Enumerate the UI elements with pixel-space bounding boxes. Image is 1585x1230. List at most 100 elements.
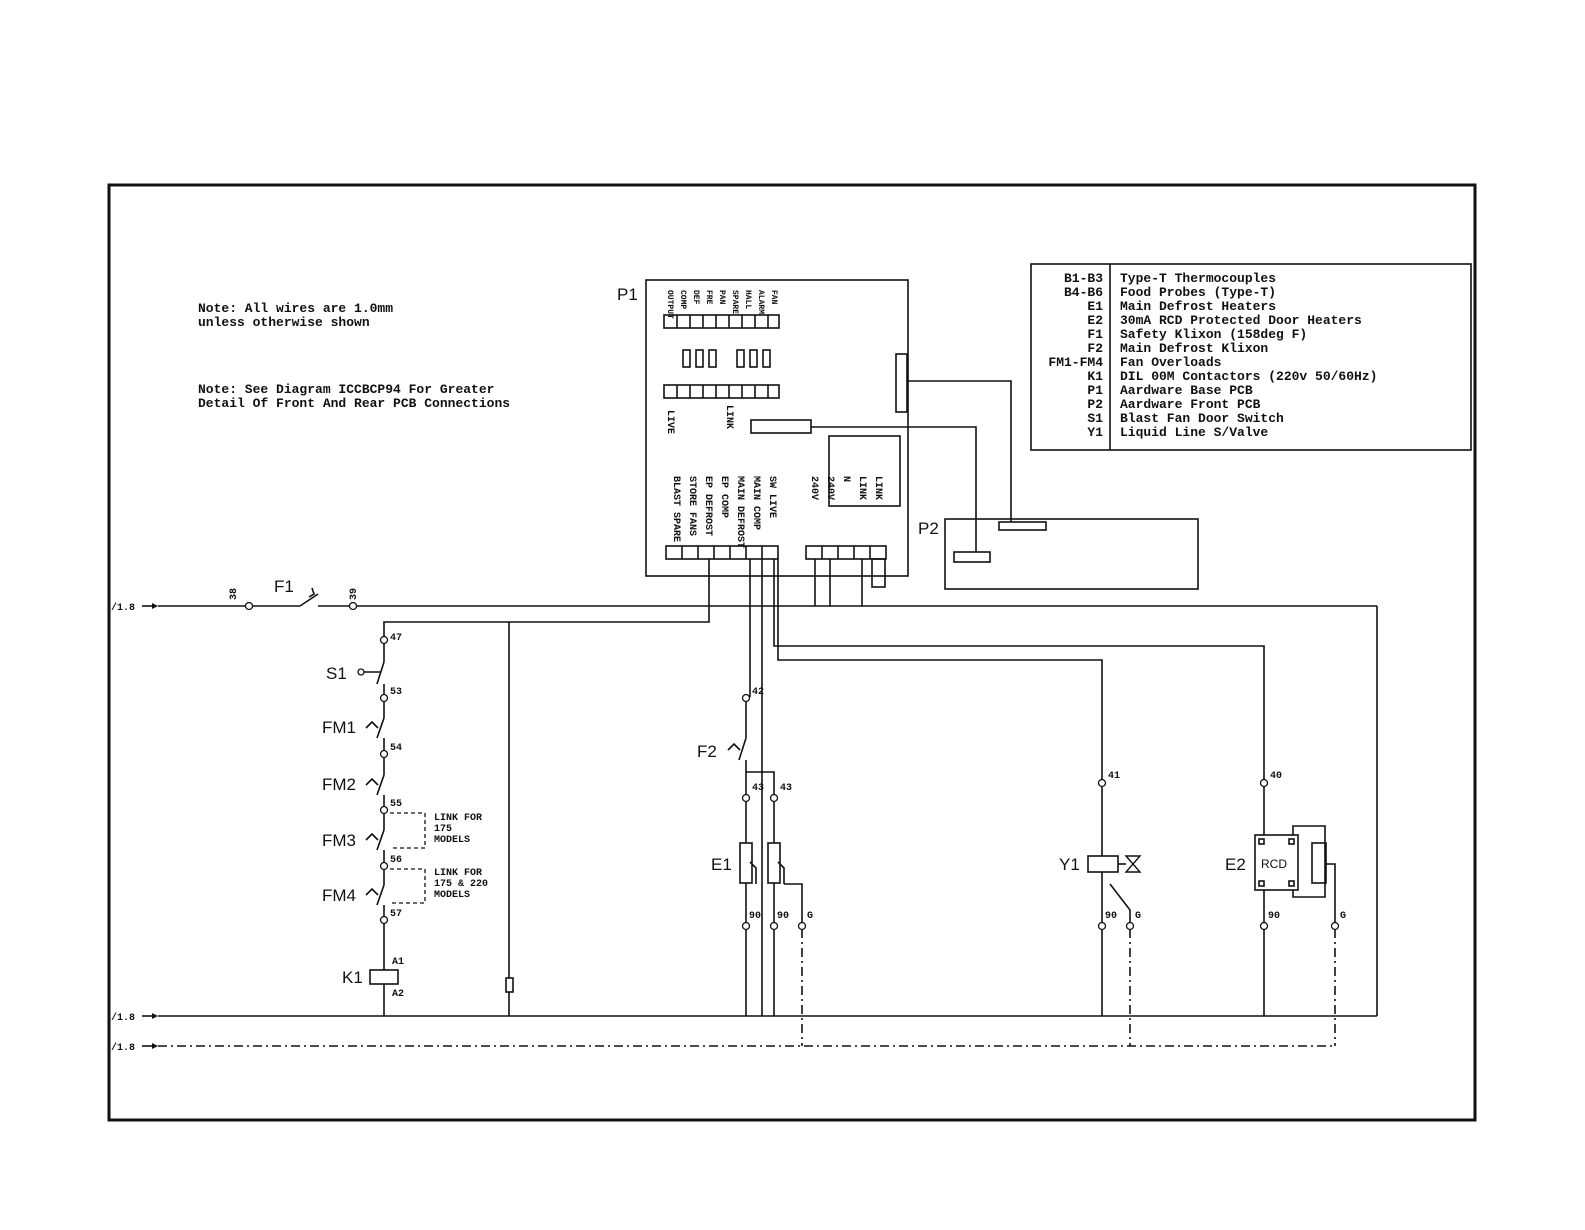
key-description: Fan Overloads [1120, 355, 1222, 370]
e1-g-label: G [807, 911, 813, 922]
safety-chain: 47 S1 53 FM1 54 FM2 55 FM3 56 [322, 633, 426, 1016]
k1-a1-label: A1 [392, 957, 404, 968]
key-code: FM1-FM4 [1048, 355, 1103, 370]
terminal-55-label: 55 [390, 799, 402, 810]
key-description: Blast Fan Door Switch [1120, 411, 1284, 426]
p1-link-label: LINK [723, 405, 734, 429]
e2-door-heater-branch: 40 RCD E2 90 G [1225, 771, 1346, 1046]
rcd-label: RCD [1261, 857, 1287, 871]
p1-bottom-labels: BLAST SPARE STORE FANS EP DEFROST EP COMP MA… [670, 476, 883, 548]
fm4-label: FM4 [322, 886, 356, 905]
link2-line2: 175 & 220 [434, 879, 488, 890]
terminal-39-label: 39 [349, 588, 360, 600]
link-notes: LINK FOR 175 MODELS LINK FOR 175 & 220 M… [434, 813, 488, 901]
e2-g-label: G [1340, 911, 1346, 922]
p1-top-label: OUTPUT [665, 290, 674, 319]
key-description: Main Defrost Heaters [1120, 299, 1276, 314]
e2-90-label: 90 [1268, 911, 1280, 922]
terminal-38 [244, 601, 254, 611]
p1-bottom-label: LINK [872, 476, 883, 500]
p1-bottom-label: STORE FANS [686, 476, 697, 536]
key-code: F2 [1087, 341, 1103, 356]
key-code: P1 [1087, 383, 1103, 398]
link1-line2: 175 [434, 824, 452, 835]
f1-safety-klixon: F1 [274, 577, 350, 607]
y1-label: Y1 [1059, 855, 1080, 874]
e1-label: E1 [711, 855, 732, 874]
f2-label: F2 [697, 742, 717, 761]
key-description: Liquid Line S/Valve [1120, 425, 1268, 440]
p1-top-label: DEF [691, 290, 700, 305]
note-pcb-detail-line1: Note: See Diagram ICCBCP94 For Greater [198, 382, 494, 397]
key-description: Main Defrost Klixon [1120, 341, 1268, 356]
link2-line3: MODELS [434, 890, 470, 901]
terminal-40-label: 40 [1270, 771, 1282, 782]
note-wire-size-line1: Note: All wires are 1.0mm [198, 301, 393, 316]
y1-90-label: 90 [1105, 911, 1117, 922]
p1-top-label: COMP [678, 290, 687, 309]
key-code: E1 [1087, 299, 1103, 314]
p1-bottom-label: MAIN DEFROST [734, 476, 745, 548]
note-wire-size-line2: unless otherwise shown [198, 315, 370, 330]
fm1-label: FM1 [322, 718, 356, 737]
e1-90b-label: 90 [777, 911, 789, 922]
p1-bottom-label: SW LIVE [766, 476, 777, 518]
k1-label: K1 [342, 968, 363, 987]
e1-defrost-branch: 42 F2 43 43 E1 90 90 G [697, 687, 813, 1046]
p2-label: P2 [918, 519, 939, 538]
p1-bottom-label: EP COMP [718, 476, 729, 518]
key-description: Food Probes (Type-T) [1120, 285, 1276, 300]
p1-bottom-label: BLAST SPARE [670, 476, 681, 542]
p1-top-label: FAN [769, 290, 778, 305]
p1-bottom-label: N [840, 476, 851, 482]
p1-top-label: SPARE [730, 290, 739, 314]
key-description: Aardware Front PCB [1120, 397, 1261, 412]
key-code: F1 [1087, 327, 1103, 342]
key-description: DIL 00M Contactors (220v 50/60Hz) [1120, 369, 1377, 384]
s1-label: S1 [326, 664, 347, 683]
p1-bottom-label: MAIN COMP [750, 476, 761, 530]
p1-live-label: LIVE [664, 410, 675, 434]
p1-bottom-label: EP DEFROST [702, 476, 713, 536]
key-description: 30mA RCD Protected Door Heaters [1120, 313, 1362, 328]
rcd-device [1254, 834, 1299, 891]
key-description: Type-T Thermocouples [1120, 271, 1276, 286]
terminal-56-label: 56 [390, 855, 402, 866]
key-code: B1-B3 [1064, 271, 1103, 286]
terminal-42-label: 42 [752, 687, 764, 698]
p1-top-labels: OUTPUT COMP DEF FRE PAN SPARE HALL ALARM FAN [665, 290, 778, 319]
f1-label: F1 [274, 577, 294, 596]
e1-90a-label: 90 [749, 911, 761, 922]
y1-solenoid-branch: 41 Y1 90 G [1059, 771, 1142, 1046]
p1-top-label: ALARM [756, 290, 765, 314]
link2-line1: LINK FOR [434, 868, 482, 879]
terminal-38-label: 38 [229, 588, 240, 600]
p1-top-label: HALL [743, 290, 752, 309]
terminal-57-label: 57 [390, 909, 402, 920]
e2-label: E2 [1225, 855, 1246, 874]
key-code: E2 [1087, 313, 1103, 328]
p2-board: P2 [918, 518, 1199, 590]
live-rail-ref: /1.8 [111, 602, 135, 614]
p1-top-label: PAN [717, 290, 726, 305]
key-description: Safety Klixon (158deg F) [1120, 327, 1307, 342]
terminal-41-label: 41 [1108, 771, 1120, 782]
key-code: S1 [1087, 411, 1103, 426]
key-code: K1 [1087, 369, 1103, 384]
p1-top-label: FRE [704, 290, 713, 305]
terminal-53-label: 53 [390, 687, 402, 698]
terminal-43b-label: 43 [780, 783, 792, 794]
terminal-47-label: 47 [390, 633, 402, 644]
p1-bottom-label: LINK [856, 476, 867, 500]
y1-g-label: G [1135, 911, 1141, 922]
key-code: B4-B6 [1064, 285, 1103, 300]
key-description: Aardware Base PCB [1120, 383, 1253, 398]
key-code: P2 [1087, 397, 1103, 412]
fm2-label: FM2 [322, 775, 356, 794]
k1-contactor-coil [369, 969, 399, 985]
p1-bottom-label: 240V [824, 476, 835, 500]
neutral-rail-ref: /1.8 [111, 1012, 135, 1024]
